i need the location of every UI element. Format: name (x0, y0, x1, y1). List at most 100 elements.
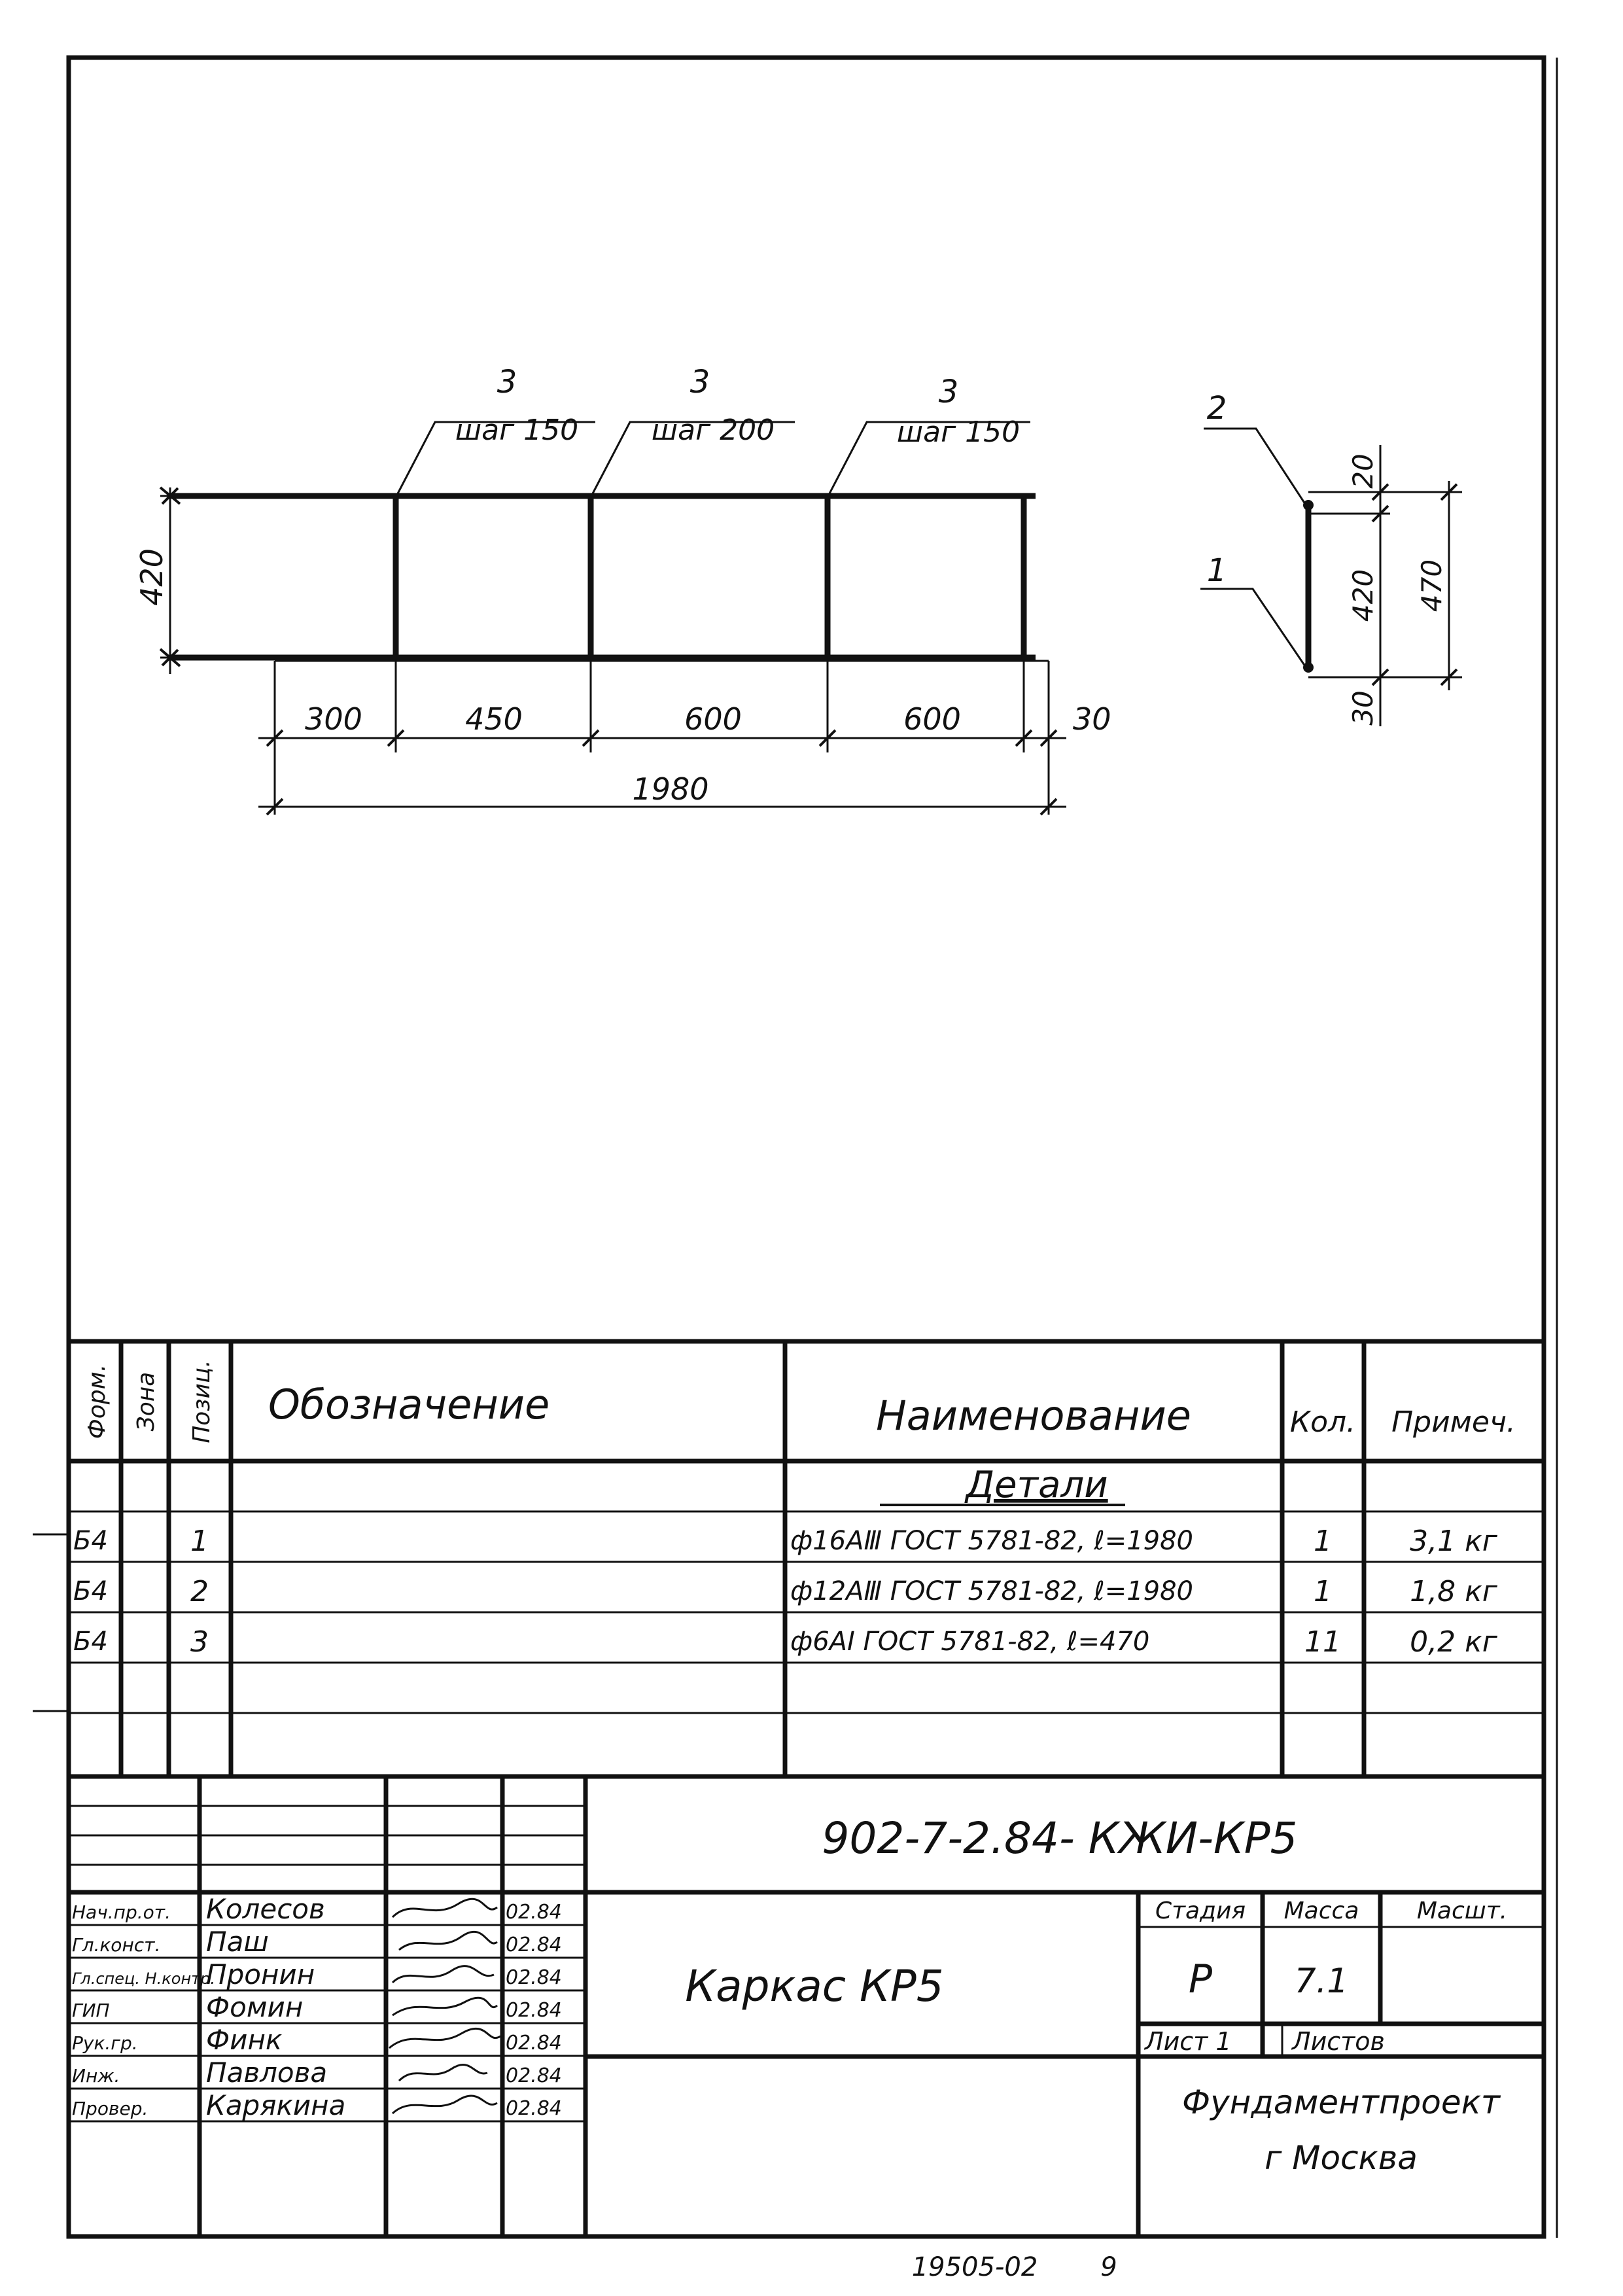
dim-tick (818, 729, 837, 747)
page-number: 9 (1100, 2252, 1117, 2282)
sig-date: 02.84 (506, 2097, 562, 2120)
dim-tick (1039, 729, 1058, 747)
dim-450: 450 (465, 701, 523, 737)
stage-value: Р (1189, 1956, 1213, 2002)
sig-role: ГИП (72, 2000, 110, 2021)
callout-left-step: шаг 150 (455, 414, 578, 447)
header-pos: Позиц. (188, 1360, 215, 1443)
section-pos-2: 2 (1207, 390, 1227, 427)
sig-date: 02.84 (506, 2032, 562, 2055)
row-3-format: Б4 (73, 1627, 108, 1657)
row-2-pos: 2 (190, 1575, 209, 1608)
section-dim-30: 30 (1347, 690, 1379, 725)
sig-date: 02.84 (506, 1966, 562, 1989)
dim-tick (1039, 798, 1058, 816)
header-note: Примеч. (1391, 1405, 1516, 1439)
document-code: 902-7-2.84- КЖИ-КР5 (822, 1813, 1297, 1863)
signature-mark (391, 2094, 498, 2115)
sig-name: Карякина (206, 2089, 345, 2121)
section-title: Детали (964, 1464, 1108, 1506)
stirrup-callouts: 3 шаг 150 3 шаг 200 3 шаг 150 (394, 364, 1030, 498)
row-3-qty: 11 (1304, 1625, 1341, 1659)
signature-mark (391, 1898, 498, 1918)
callout-leader-mid (589, 421, 795, 498)
cage-elevation (159, 486, 1036, 667)
dim-30: 30 (1073, 701, 1111, 737)
row-3-name: ф6АⅠ ГОСТ 5781-82, ℓ=470 (790, 1627, 1149, 1657)
callout-leader-right (826, 421, 1030, 498)
sig-name: Пронин (206, 1958, 315, 1990)
header-format: Форм. (84, 1364, 111, 1439)
sig-role: Провер. (72, 2098, 148, 2119)
dim-tick (161, 487, 179, 505)
dim-tick (1371, 504, 1389, 523)
section-rebar-top (1303, 500, 1314, 510)
row-1-name: ф16АⅢ ГОСТ 5781-82, ℓ=1980 (790, 1526, 1193, 1556)
signature-mark (398, 1931, 498, 1951)
height-dimension: 420 (134, 487, 190, 674)
leader-pos-1 (1200, 588, 1306, 667)
callout-leader-left (394, 421, 595, 498)
dim-tick (1015, 729, 1033, 747)
dim-600-b: 600 (903, 701, 961, 737)
callout-mid-pos: 3 (690, 364, 710, 400)
sig-name: Колесов (206, 1893, 325, 1925)
row-1-pos: 1 (190, 1525, 209, 1558)
row-1-format: Б4 (73, 1526, 108, 1556)
section-dim-470: 470 (1416, 559, 1448, 612)
total-dim-label: 1980 (632, 771, 708, 807)
section-dim-20: 20 (1347, 453, 1379, 488)
section-pos-1: 1 (1207, 552, 1227, 589)
callout-right-pos: 3 (939, 374, 959, 410)
row-3-pos: 3 (190, 1625, 209, 1659)
sig-name: Финк (206, 2024, 283, 2056)
row-1-qty: 1 (1314, 1525, 1332, 1558)
sheet-label: Лист 1 (1143, 2027, 1232, 2056)
org-name: Фундаментпроект (1182, 2083, 1501, 2121)
dim-tick (1371, 668, 1389, 686)
mass-value: 7.1 (1295, 1962, 1349, 2001)
height-dim-label: 420 (134, 548, 169, 606)
sheets-label: Листов (1291, 2027, 1385, 2056)
signature-mark (398, 2064, 488, 2082)
stage-label: Стадия (1155, 1898, 1246, 1924)
row-2-name: ф12АⅢ ГОСТ 5781-82, ℓ=1980 (790, 1576, 1193, 1606)
sig-date: 02.84 (506, 1999, 562, 2022)
section-rebar-bottom (1303, 662, 1314, 673)
section-view: 2 1 20 420 30 470 (1200, 390, 1462, 726)
header-zone: Зона (133, 1372, 160, 1432)
archive-number: 19505-02 (912, 2252, 1038, 2282)
sheet-frame (66, 55, 1546, 2239)
sig-date: 02.84 (506, 1934, 562, 1956)
dim-tick (266, 798, 284, 816)
dim-600-a: 600 (684, 701, 742, 737)
dim-tick (1371, 483, 1389, 501)
dim-tick (161, 648, 179, 667)
row-2-qty: 1 (1314, 1575, 1332, 1608)
dim-tick (387, 729, 405, 747)
row-1-note: 3,1 кг (1410, 1525, 1498, 1558)
callout-right-step: шаг 150 (897, 415, 1020, 449)
dim-tick (1440, 483, 1458, 501)
bottom-dimensions: 300 450 600 600 30 1980 (258, 660, 1111, 816)
sig-role: Гл.конст. (72, 1934, 160, 1956)
header-qty: Кол. (1290, 1405, 1355, 1439)
section-dim-420: 420 (1347, 569, 1379, 622)
row-3-note: 0,2 кг (1410, 1625, 1498, 1659)
sig-date: 02.84 (506, 2064, 562, 2087)
dim-tick (266, 729, 284, 747)
sig-role: Гл.спец. Н.контр. (72, 1969, 215, 1988)
scale-label: Масшт. (1417, 1898, 1507, 1924)
header-designation: Обозначение (268, 1381, 550, 1428)
dim-tick (1440, 668, 1458, 686)
dim-300: 300 (305, 701, 362, 737)
sig-name: Фомин (206, 1991, 303, 2023)
sig-role: Рук.гр. (72, 2032, 138, 2054)
sig-name: Паш (206, 1926, 269, 1958)
mass-label: Масса (1284, 1898, 1359, 1924)
header-name: Наименование (876, 1392, 1191, 1439)
title-block: 902-7-2.84- КЖИ-КР5 Каркас КР5 Стадия Ма… (69, 1776, 1544, 2236)
sig-role: Нач.пр.от. (72, 1901, 171, 1923)
row-2-note: 1,8 кг (1410, 1575, 1498, 1608)
